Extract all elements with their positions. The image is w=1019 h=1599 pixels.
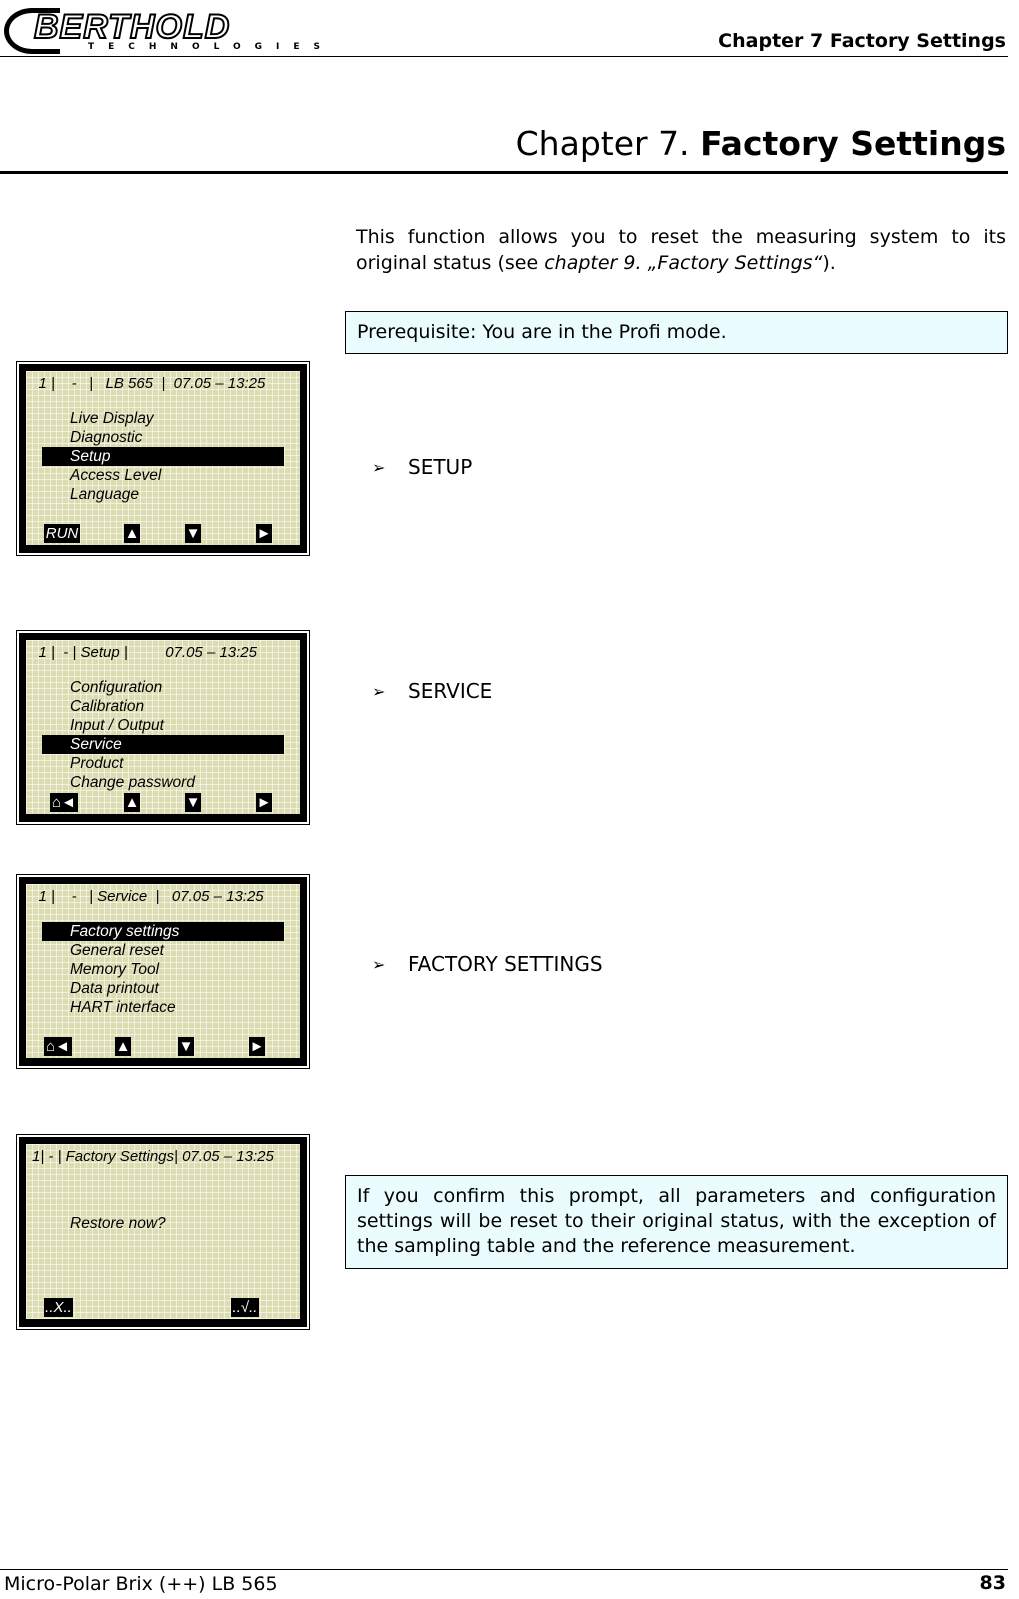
chapter-prefix: Chapter 7. xyxy=(515,124,690,163)
up-arrow-icon[interactable]: ▲ xyxy=(124,793,140,812)
page-number: 83 xyxy=(979,1572,1006,1594)
step-factory-settings: ➢ FACTORY SETTINGS xyxy=(372,952,603,976)
down-arrow-icon[interactable]: ▼ xyxy=(178,1037,194,1056)
menu-item-factory-settings-selected[interactable]: Factory settings xyxy=(42,922,284,941)
menu-item-language[interactable]: Language xyxy=(70,486,139,503)
chapter-heading: Chapter 7. Factory Settings xyxy=(516,124,1006,163)
lcd-display: 1 | - | Service | 07.05 – 13:25 Factory … xyxy=(19,877,307,1066)
intro-text: This function allows you to reset the me… xyxy=(356,226,1006,274)
running-header-title: Chapter 7 Factory Settings xyxy=(718,30,1006,52)
menu-item-hart-interface[interactable]: HART interface xyxy=(70,999,176,1016)
footer-product-name: Micro-Polar Brix (++) LB 565 xyxy=(4,1573,278,1595)
step-label: FACTORY SETTINGS xyxy=(408,952,603,976)
lcd-status-bar: 1 | - | Setup | 07.05 – 13:25 xyxy=(26,644,258,661)
lcd-softkeys: ⌂◄ ▲ ▼ ► xyxy=(44,1036,282,1056)
menu-item-memory-tool[interactable]: Memory Tool xyxy=(70,961,160,978)
lcd-softkeys: RUN ▲ ▼ ► xyxy=(44,523,282,543)
logo-swoosh-icon xyxy=(4,8,60,54)
menu-item-product[interactable]: Product xyxy=(70,755,124,772)
menu-item-access-level[interactable]: Access Level xyxy=(70,467,162,484)
up-arrow-icon[interactable]: ▲ xyxy=(124,524,140,543)
footer-divider xyxy=(0,1569,1008,1570)
intro-text-end: ). xyxy=(822,252,836,274)
chapter-reference: chapter 9. „Factory Settings“ xyxy=(544,252,823,274)
restore-prompt-text: Restore now? xyxy=(70,1215,166,1232)
down-arrow-icon[interactable]: ▼ xyxy=(185,793,201,812)
lcd-display: 1 | - | LB 565 | 07.05 – 13:25 Live Disp… xyxy=(19,364,307,553)
down-arrow-icon[interactable]: ▼ xyxy=(185,524,201,543)
lcd-status-bar: 1| - | Factory Settings| 07.05 – 13:25 xyxy=(32,1148,274,1165)
step-label: SETUP xyxy=(408,455,473,479)
menu-item-configuration[interactable]: Configuration xyxy=(70,679,163,696)
menu-item-change-password[interactable]: Change password xyxy=(70,774,195,791)
menu-item-data-printout[interactable]: Data printout xyxy=(70,980,159,997)
run-softkey[interactable]: RUN xyxy=(44,524,80,543)
lcd-status-bar: 1 | - | Service | 07.05 – 13:25 xyxy=(26,888,264,905)
menu-item-calibration[interactable]: Calibration xyxy=(70,698,145,715)
lcd-menu: Live Display Diagnostic Setup Access Lev… xyxy=(42,409,284,504)
step-setup: ➢ SETUP xyxy=(372,455,472,479)
chapter-divider xyxy=(0,171,1008,174)
lcd-display: 1 | - | Setup | 07.05 – 13:25 Configurat… xyxy=(19,633,307,822)
header-divider xyxy=(0,56,1008,57)
chapter-title: Factory Settings xyxy=(700,124,1006,163)
lcd-display: 1| - | Factory Settings| 07.05 – 13:25 R… xyxy=(19,1137,307,1327)
confirm-softkey[interactable]: ..√.. xyxy=(231,1298,259,1317)
lcd-softkeys: ⌂◄ ▲ ▼ ► xyxy=(44,792,282,812)
lcd-prompt: Restore now? xyxy=(42,1214,284,1233)
up-arrow-icon[interactable]: ▲ xyxy=(115,1037,131,1056)
menu-item-live-display[interactable]: Live Display xyxy=(70,410,154,427)
home-back-icon[interactable]: ⌂◄ xyxy=(44,1037,72,1056)
prerequisite-note: Prerequisite: You are in the Profi mode. xyxy=(345,311,1008,354)
step-label: SERVICE xyxy=(408,679,493,703)
lcd-screen-main-menu: 1 | - | LB 565 | 07.05 – 13:25 Live Disp… xyxy=(16,361,310,556)
menu-item-setup-selected[interactable]: Setup xyxy=(42,447,284,466)
confirm-info-note: If you confirm this prompt, all paramete… xyxy=(345,1175,1008,1269)
lcd-screen-setup-menu: 1 | - | Setup | 07.05 – 13:25 Configurat… xyxy=(16,630,310,825)
menu-item-input-output[interactable]: Input / Output xyxy=(70,717,164,734)
right-arrow-icon[interactable]: ► xyxy=(256,524,272,543)
intro-paragraph: This function allows you to reset the me… xyxy=(356,224,1006,276)
lcd-menu: Configuration Calibration Input / Output… xyxy=(42,678,284,792)
lcd-menu: Factory settings General reset Memory To… xyxy=(42,922,284,1017)
menu-item-general-reset[interactable]: General reset xyxy=(70,942,164,959)
lcd-status-bar: 1 | - | LB 565 | 07.05 – 13:25 xyxy=(26,375,266,392)
right-arrow-icon[interactable]: ► xyxy=(249,1037,265,1056)
step-service: ➢ SERVICE xyxy=(372,679,492,703)
arrowhead-bullet-icon: ➢ xyxy=(372,954,386,974)
home-back-icon[interactable]: ⌂◄ xyxy=(50,793,78,812)
berthold-logo: BERTHOLD TECHNOLOGIES xyxy=(4,6,320,56)
lcd-screen-restore-prompt: 1| - | Factory Settings| 07.05 – 13:25 R… xyxy=(16,1134,310,1330)
logo-subtitle: TECHNOLOGIES xyxy=(88,42,335,52)
logo-brand: BERTHOLD xyxy=(33,7,231,47)
arrowhead-bullet-icon: ➢ xyxy=(372,457,386,477)
menu-item-diagnostic[interactable]: Diagnostic xyxy=(70,429,143,446)
menu-item-service-selected[interactable]: Service xyxy=(42,735,284,754)
lcd-softkeys: ..X.. ..√.. xyxy=(44,1297,282,1317)
cancel-softkey[interactable]: ..X.. xyxy=(44,1298,73,1317)
lcd-screen-service-menu: 1 | - | Service | 07.05 – 13:25 Factory … xyxy=(16,874,310,1069)
right-arrow-icon[interactable]: ► xyxy=(256,793,272,812)
arrowhead-bullet-icon: ➢ xyxy=(372,681,386,701)
